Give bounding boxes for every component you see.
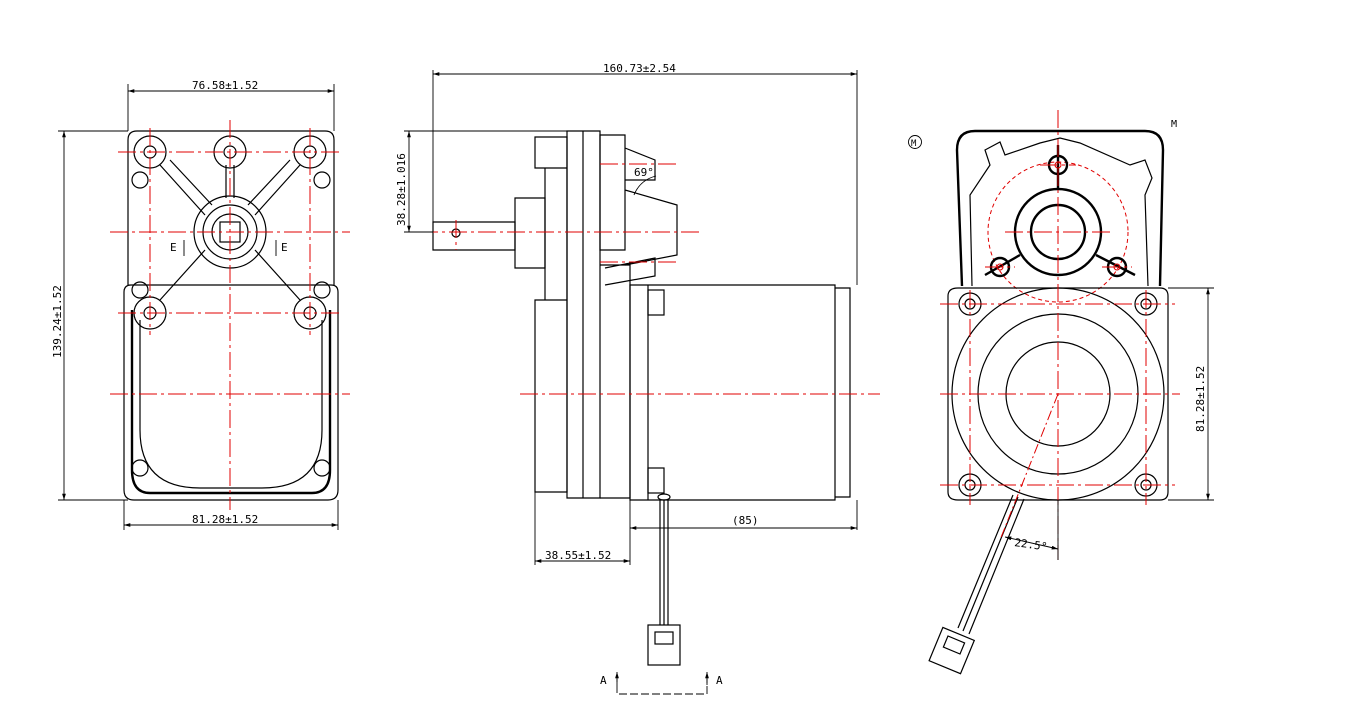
gearbox-outline: [127, 130, 335, 285]
section-line-a: A A: [600, 672, 723, 695]
lead-wire-connector: [647, 493, 681, 666]
dim-motor-length: (85): [732, 514, 759, 527]
front-view: 76.58±1.52 81.28±1.52 139.24±1.52 E E: [51, 79, 350, 530]
dim-top-width: 76.58±1.52: [192, 79, 258, 92]
dim-overall-length: 160.73±2.54: [603, 62, 676, 75]
rear-lead-wire: [928, 494, 1025, 675]
dim-height: 139.24±1.52: [51, 285, 64, 358]
motor-body: [629, 284, 851, 501]
motor-flange-outline: [123, 284, 339, 501]
circled-mark-label: M: [911, 139, 917, 149]
section-a-left: A: [600, 674, 607, 687]
dim-lead-angle: 22.5°: [1014, 536, 1049, 553]
section-mark-e-left: E: [170, 241, 177, 254]
output-shaft: [432, 197, 546, 269]
hub-lugs: [984, 145, 1136, 278]
circled-mark: [908, 135, 922, 149]
view-mark: M: [1171, 119, 1177, 130]
gearbox-housing: [955, 129, 1165, 287]
dim-angle: 69°: [634, 166, 654, 179]
dim-shaft-offset: 38.28±1.016: [395, 153, 408, 226]
section-a-right: A: [716, 674, 723, 687]
mounting-holes: [131, 135, 331, 477]
rear-view: 81.28±1.52 22.5° M M: [908, 110, 1214, 675]
dim-motor-square: 81.28±1.52: [1194, 366, 1207, 432]
section-mark-e-right: E: [281, 241, 288, 254]
dim-gearbox-depth: 38.55±1.52: [545, 549, 611, 562]
side-view: 160.73±2.54 38.28±1.016 69° (85) 38.55±1…: [395, 62, 880, 695]
dim-bottom-width: 81.28±1.52: [192, 513, 258, 526]
